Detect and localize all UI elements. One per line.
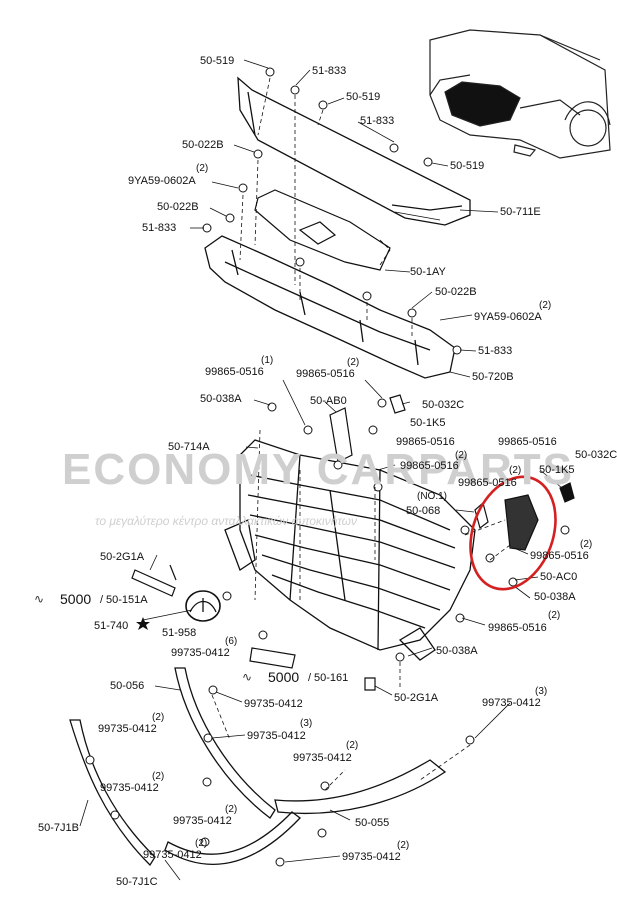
callout-53: 50-7J1C [116, 876, 158, 888]
callout-0: 50-519 [200, 55, 235, 67]
leader-lines [79, 59, 563, 881]
callout-45-qty: (3) [300, 718, 313, 729]
callout-12: 9YA59-0602A [474, 311, 542, 323]
callout-2: 50-519 [346, 91, 381, 103]
callout-6-qty: (2) [196, 163, 209, 174]
callout-48-qty: (2) [225, 804, 238, 815]
callout-33: 50-2G1A [100, 551, 145, 563]
callout-52-qty: (2) [397, 840, 410, 851]
callout-6: 9YA59-0602A [128, 175, 196, 187]
callout-47-qty: (2) [152, 771, 165, 782]
callout-31: 50-AC0 [540, 571, 578, 583]
callout-20: 50-1K5 [410, 417, 446, 429]
callout-41: 50-056 [110, 680, 145, 692]
callout-43-qty: (3) [535, 686, 548, 697]
callout-30: 99865-0516 [530, 550, 589, 562]
callout-23-qty: (2) [455, 450, 468, 461]
callout-17: 50-038A [200, 393, 242, 405]
callout-46-qty: (2) [346, 740, 359, 751]
callout-18: 50-AB0 [310, 395, 347, 407]
callout-11: 50-022B [435, 286, 477, 298]
callout-43: 99735-0412 [482, 697, 541, 709]
callout-22: 50-714A [168, 441, 210, 453]
callout-30-qty: (2) [580, 539, 593, 550]
callout-28: (NO.1) [417, 491, 447, 502]
callout-27: 99865-0516 [458, 477, 517, 489]
callout-42: 99735-0412 [244, 698, 303, 710]
callout-12-qty: (2) [539, 300, 552, 311]
callout-24: 99865-0516 [498, 436, 557, 448]
brackets [131, 394, 575, 691]
callout-8: 51-833 [142, 222, 177, 234]
callout-7: 50-022B [157, 201, 199, 213]
callout-16-qty: (2) [347, 357, 360, 368]
callout-25: 50-032C [575, 449, 617, 461]
callout-1: 51-833 [312, 65, 347, 77]
ref-5000-a-part: 50-151A [106, 594, 148, 606]
upper-cover [237, 76, 471, 226]
ref-5000-b-num: 5000 [268, 669, 300, 685]
ref-5000-a-num: 5000 [60, 591, 92, 607]
callout-23: 99865-0516 [400, 460, 459, 472]
callout-38: 50-038A [436, 645, 478, 657]
callout-21: 99865-0516 [396, 436, 455, 448]
callout-44: 99735-0412 [98, 723, 157, 735]
callout-36-qty: (6) [225, 636, 238, 647]
callout-37: 99865-0516 [488, 622, 547, 634]
lower-trims [69, 667, 447, 867]
callout-50: 50-055 [355, 817, 390, 829]
callout-27-qty: (2) [509, 465, 522, 476]
callout-35: 51-958 [162, 627, 197, 639]
assembly-lines [211, 77, 511, 791]
watermark-tagline: το μεγαλύτερο κέντρο ανταλλακτικών αυτοκ… [95, 514, 358, 528]
callout-3: 51-833 [360, 115, 395, 127]
air-shield [254, 189, 391, 271]
callout-52: 99735-0412 [342, 851, 401, 863]
callout-51: 99735-0412 [143, 849, 202, 861]
callout-44-qty: (2) [152, 712, 165, 723]
fasteners [85, 67, 570, 867]
main-grille [224, 439, 476, 661]
callout-51-qty: (2) [195, 838, 208, 849]
callout-5: 50-519 [450, 160, 485, 172]
watermark-brand: ECONOMY CARPARTS [62, 445, 574, 494]
callout-14: 50-720B [472, 371, 514, 383]
callout-10: 50-1AY [410, 266, 446, 278]
callout-34: 51-740 [94, 620, 129, 632]
callout-36: 99735-0412 [171, 647, 230, 659]
callout-13: 51-833 [478, 345, 513, 357]
callout-19: 50-032C [422, 399, 465, 411]
callout-16: 99865-0516 [296, 368, 355, 380]
callout-26: 50-1K5 [539, 464, 575, 476]
ref-5000-b-part: 50-161 [314, 672, 349, 684]
callout-45: 99735-0412 [247, 730, 306, 742]
callout-9: 50-711E [500, 206, 541, 218]
callout-46: 99735-0412 [293, 752, 352, 764]
callout-4: 50-022B [182, 139, 224, 151]
callout-49: 50-7J1B [38, 822, 79, 834]
emblem [185, 590, 232, 622]
car-thumbnail [429, 29, 611, 159]
highlight-circle [469, 475, 557, 591]
callout-37-qty: (2) [548, 610, 561, 621]
callout-15: 99865-0516 [205, 366, 264, 378]
callout-48: 99735-0412 [173, 815, 232, 827]
star-marker [136, 617, 150, 630]
callout-29: 50-068 [406, 505, 441, 517]
callout-40: 50-2G1A [394, 692, 439, 704]
callout-32: 50-038A [534, 591, 576, 603]
callout-15-qty: (1) [261, 355, 274, 366]
callout-47: 99735-0412 [100, 782, 159, 794]
lower-shroud [204, 235, 456, 379]
